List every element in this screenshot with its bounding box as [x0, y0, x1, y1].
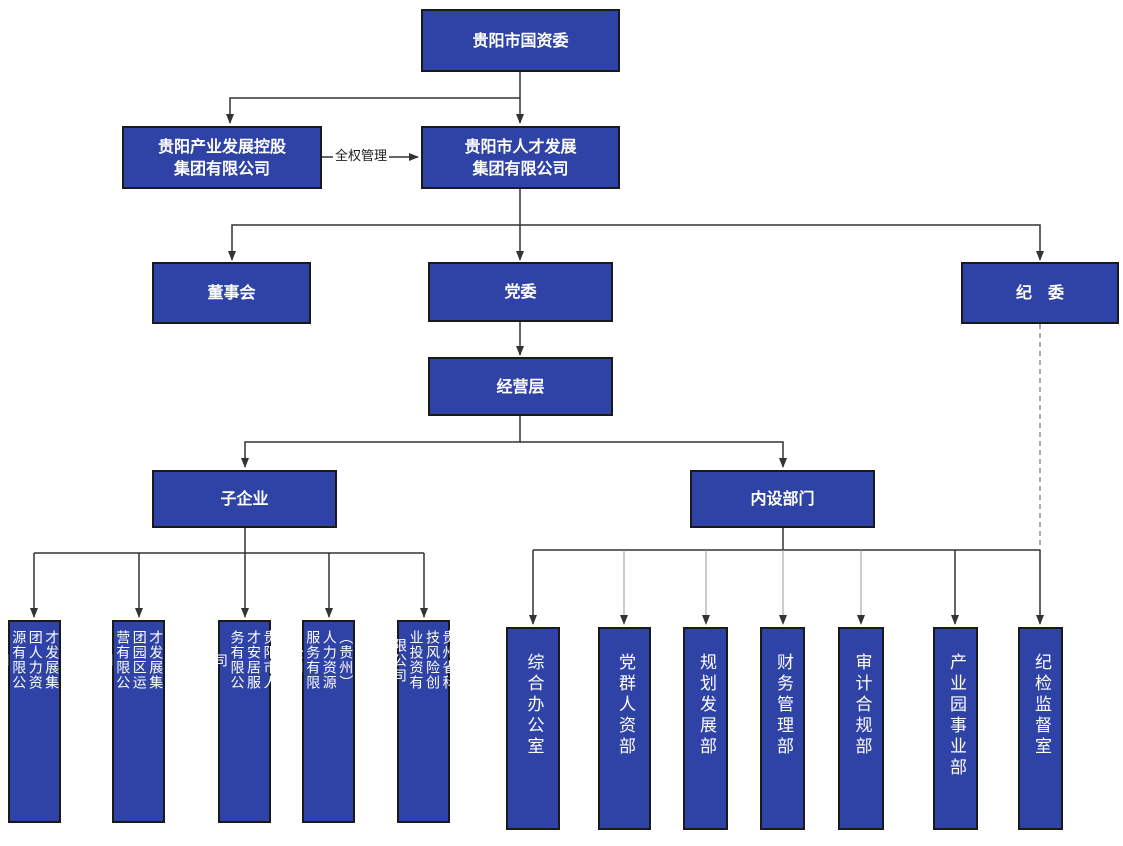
department-node[interactable]: 综合办公室: [506, 627, 560, 830]
department-node[interactable]: 规划发展部: [683, 627, 728, 830]
department-node[interactable]: 纪检监督室: [1018, 627, 1063, 830]
talent-group-node[interactable]: 贵阳市人才发展 集团有限公司: [421, 126, 620, 189]
subsidiary-company[interactable]: 贵阳市人 才发展集 团人力资 源有限公 司: [0, 620, 76, 823]
subsidiary-company-label: 上海外服 （贵州） 人力资源 服务有限 公司: [287, 630, 370, 690]
edge-management-to-subsidiaries: [241, 416, 521, 468]
edge-talent-to-discipline: [520, 224, 1044, 261]
department-node[interactable]: 党群人资部: [598, 627, 651, 830]
edge-talent-to-board: [228, 224, 520, 261]
industry-group-node[interactable]: 贵阳产业发展控股 集团有限公司: [122, 126, 322, 189]
internal-departments-node[interactable]: 内设部门: [690, 470, 875, 528]
subsidiary-company-label: 贵阳市人 才发展集 团园区运 营有限公 司: [97, 630, 180, 690]
subsidiary-company[interactable]: 上海外服 （贵州） 人力资源 服务有限 公司: [288, 620, 370, 823]
department-label: 财务管理部: [773, 653, 793, 758]
department-label: 纪检监督室: [1031, 653, 1051, 758]
department-label: 产业园事业部: [946, 653, 966, 779]
department-node[interactable]: 审计合规部: [838, 627, 884, 830]
department-label: 综合办公室: [523, 653, 544, 758]
department-label: 党群人资部: [615, 653, 635, 758]
department-label: 审计合规部: [851, 653, 872, 758]
management-node[interactable]: 经营层: [428, 357, 613, 416]
subsidiary-company[interactable]: 贵阳市人 才安居服 务有限公 司: [212, 620, 278, 823]
department-label: 规划发展部: [696, 653, 716, 758]
department-node[interactable]: 财务管理部: [760, 627, 805, 830]
full-management-label: 全权管理: [333, 149, 390, 165]
party-committee-node[interactable]: 党委: [428, 262, 613, 322]
board-node[interactable]: 董事会: [152, 262, 311, 324]
subsidiaries-node[interactable]: 子企业: [152, 470, 337, 528]
subsidiary-company-label: 贵州省科 技风险创 业投资有 限公司: [391, 630, 457, 690]
subsidiary-company-label: 贵阳市人 才发展集 团人力资 源有限公 司: [0, 630, 76, 690]
department-node[interactable]: 产业园事业部: [933, 627, 978, 830]
sasac-node[interactable]: 贵阳市国资委: [421, 9, 620, 72]
edge-sasac-to-industry-group: [226, 97, 520, 124]
discipline-committee-node[interactable]: 纪 委: [961, 262, 1119, 324]
subsidiary-company[interactable]: 贵州省科 技风险创 业投资有 限公司: [391, 620, 457, 823]
edge-management-to-departments: [520, 441, 787, 468]
subsidiary-company[interactable]: 贵阳市人 才发展集 团园区运 营有限公 司: [98, 620, 180, 823]
subsidiary-company-label: 贵阳市人 才安居服 务有限公 司: [212, 630, 278, 690]
